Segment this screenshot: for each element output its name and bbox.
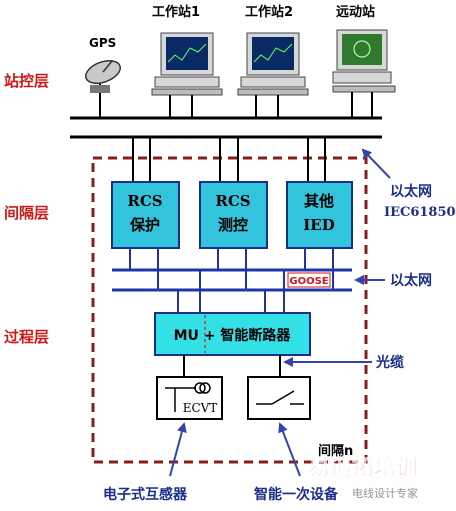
other-ied-label-1: 其他 <box>304 192 334 210</box>
ethernet-label: 以太网 <box>390 272 432 289</box>
fiber-label: 光缆 <box>375 354 404 371</box>
svg-text:电线设计专家: 电线设计专家 <box>352 486 418 500</box>
ied-to-process-bus-links <box>129 248 334 290</box>
electronic-transformer-arrow <box>169 422 187 477</box>
process-bus-to-mu-links <box>177 270 285 313</box>
process-layer-label: 过程层 <box>4 328 49 346</box>
station-bus-drops <box>132 92 373 182</box>
rcs-measure-control-label-2: 测控 <box>218 216 248 234</box>
svg-text:易追拓培训: 易追拓培训 <box>308 455 418 481</box>
smart-switch-device <box>247 376 311 420</box>
gps-satellite-dish-icon <box>84 60 122 118</box>
mu-smart-breaker-label: MU + 智能断路器 <box>174 327 292 344</box>
goose-badge <box>287 272 331 288</box>
rcs-measure-control-label-1: RCS <box>215 192 250 210</box>
workstation-2-computer-icon <box>237 32 309 96</box>
watermark-logo: 易追拓培训 电线设计专家 <box>308 455 419 500</box>
rcs-protection-label-2: 保护 <box>129 216 160 234</box>
mu-smart-breaker-device <box>154 312 311 356</box>
remote-station-label: 远动站 <box>336 4 375 20</box>
ecvt-label: ECVT <box>183 401 218 415</box>
smart-primary-equipment-caption: 智能一次设备 <box>253 486 339 503</box>
electronic-transformer-caption: 电子式互感器 <box>103 486 188 503</box>
goose-label: GOOSE <box>289 276 328 287</box>
transformer-symbol-icon <box>165 382 211 412</box>
mu-to-primary-links <box>183 355 281 377</box>
ethernet-iec-arrow <box>361 148 391 179</box>
other-ied-label-2: IED <box>303 216 334 234</box>
process-bus <box>112 268 352 292</box>
station-bus <box>70 116 382 139</box>
workstation-1-label: 工作站1 <box>152 4 200 20</box>
other-ied-device <box>286 181 353 249</box>
rcs-protection-device <box>111 181 180 249</box>
rcs-measure-control-device <box>199 181 268 249</box>
workstation-2-label: 工作站2 <box>245 4 293 20</box>
iec61850-label: IEC61850 <box>384 205 456 220</box>
workstation-1-computer-icon <box>151 32 223 96</box>
bay-boundary <box>91 156 368 464</box>
smart-primary-arrow <box>278 422 301 477</box>
station-layer-label: 站控层 <box>4 72 49 90</box>
ecvt-device <box>156 376 223 420</box>
rcs-protection-label-1: RCS <box>127 192 162 210</box>
remote-station-computer-icon <box>332 29 396 93</box>
bay-layer-label: 间隔层 <box>4 204 49 222</box>
gps-label: GPS <box>89 36 116 50</box>
ethernet-iec-label: 以太网 <box>390 183 432 200</box>
bay-n-label: 间隔n <box>318 443 353 459</box>
switch-symbol-icon <box>256 390 304 405</box>
